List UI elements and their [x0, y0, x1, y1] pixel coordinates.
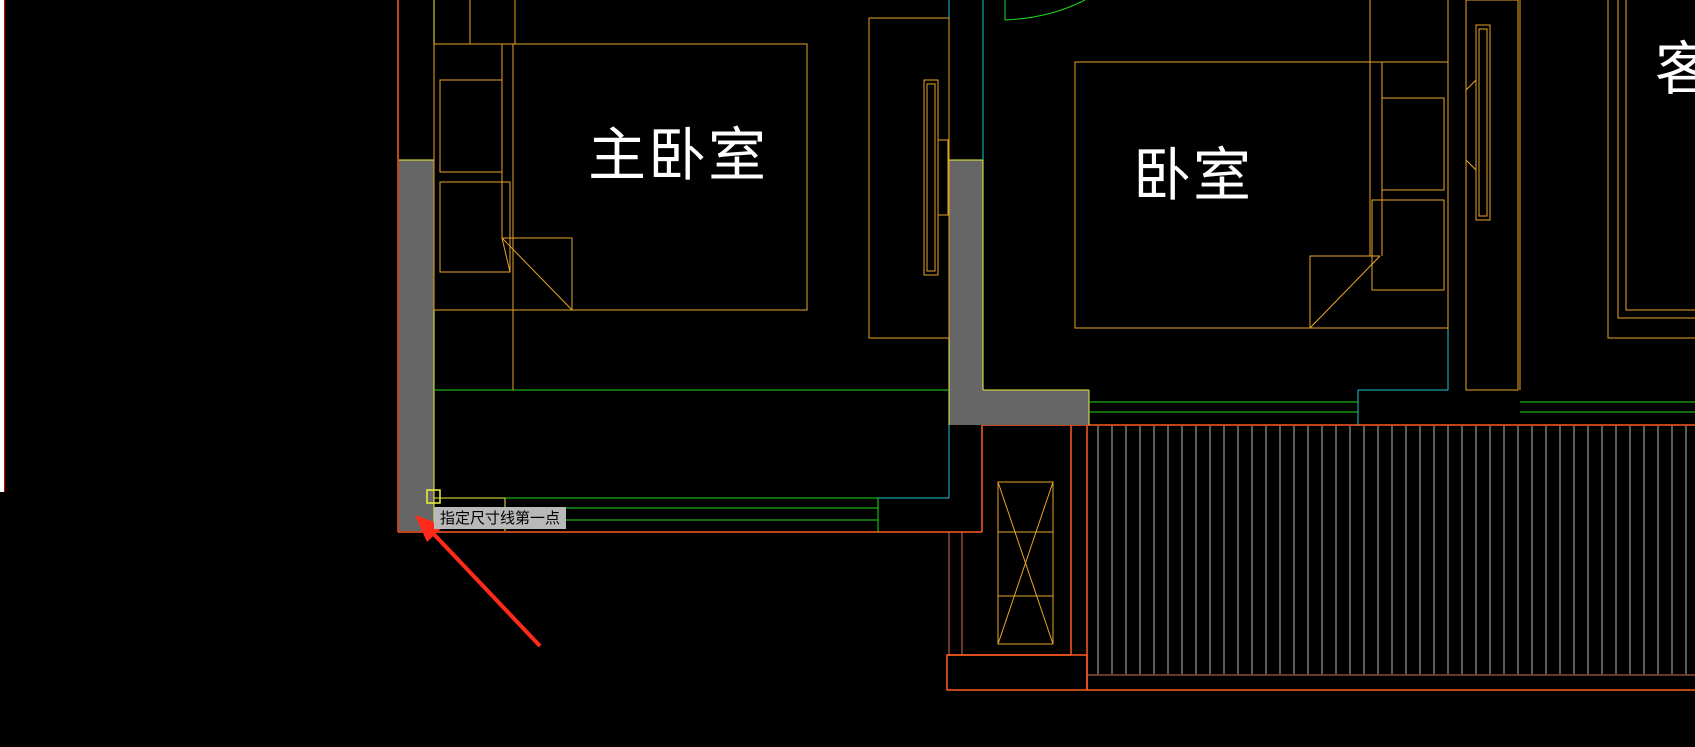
inner-lines-pink [948, 532, 1695, 676]
balcony-floor-pattern [1097, 426, 1687, 674]
cursor-snap-icon [426, 489, 441, 504]
windows [434, 0, 1695, 532]
living-furniture [1519, 0, 1695, 390]
room-label-living: 客 [1655, 35, 1695, 103]
outer-walls [397, 0, 1695, 691]
command-prompt-tooltip: 指定尺寸线第一点 [434, 507, 567, 529]
pointer-arrow-icon [415, 515, 542, 648]
room-label-master-bedroom: 主卧室 [588, 121, 769, 189]
bedroom-furniture [1074, 0, 1519, 391]
palette-edge [0, 0, 5, 492]
storage-cabinet [997, 481, 1054, 645]
room-label-bedroom: 卧室 [1133, 141, 1254, 209]
wall-fill [399, 160, 1089, 531]
master-bedroom-furniture [433, 0, 950, 390]
